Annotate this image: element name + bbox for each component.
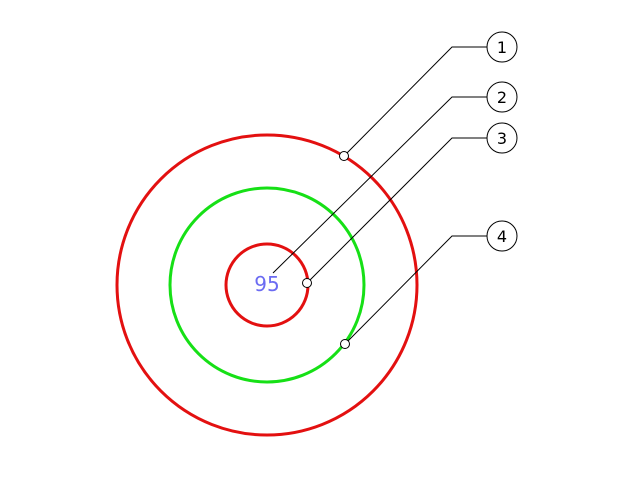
outer-circle <box>115 133 419 437</box>
leader-marker-3 <box>302 278 312 288</box>
callout-3: 3 <box>302 122 518 288</box>
leader-marker-4 <box>340 339 350 349</box>
callout-balloon-1 <box>486 31 518 63</box>
callout-balloon-3 <box>486 122 518 154</box>
leader-line-3 <box>306 137 487 284</box>
leader-line-2 <box>272 96 487 274</box>
callout-1: 1 <box>339 31 518 161</box>
leader-line-4 <box>344 235 487 345</box>
center-value: 95 <box>254 272 279 296</box>
callout-label-1: 1 <box>497 38 507 57</box>
callout-label-3: 3 <box>497 129 507 148</box>
callout-label-4: 4 <box>497 227 507 246</box>
callout-label-2: 2 <box>497 88 507 107</box>
leader-marker-1 <box>339 151 349 161</box>
callout-2: 2 <box>272 81 518 274</box>
leader-line-1 <box>343 46 487 157</box>
callout-balloon-2 <box>486 81 518 113</box>
middle-circle <box>168 186 366 384</box>
callout-4: 4 <box>340 220 518 349</box>
callout-balloon-4 <box>486 220 518 252</box>
